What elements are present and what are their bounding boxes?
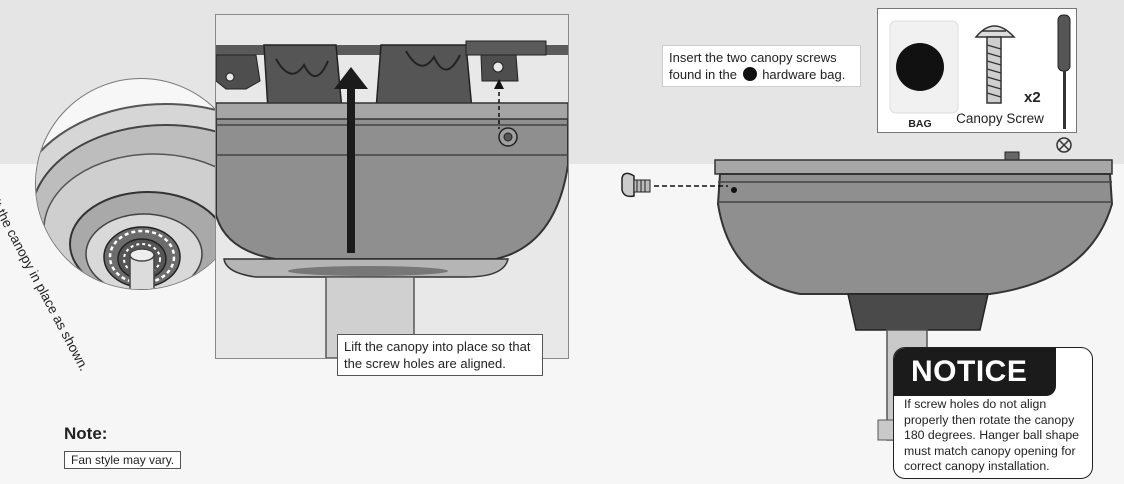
hardware-illustration: BAG x2 Canopy Screw [889, 14, 1071, 130]
canopy-lift-illustration [216, 40, 568, 358]
bag-dot-icon [742, 67, 757, 81]
magnified-canopy-view [35, 78, 247, 290]
hardware-caption-text-end: hardware bag. [762, 67, 846, 82]
notice-title: NOTICE [911, 355, 1028, 388]
quantity-label: x2 [1024, 89, 1041, 106]
screw-head-icon [1056, 137, 1072, 153]
hardware-caption: Insert the two canopy screws found in th… [662, 45, 861, 87]
bag-dot-icon [896, 43, 944, 91]
notice-text: If screw holes do not align properly the… [904, 397, 1080, 473]
hardware-caption-text: Insert the two canopy screws found in th… [669, 50, 837, 82]
screwdriver-icon [1057, 14, 1071, 72]
hardware-box: BAG x2 Canopy Screw [877, 8, 1077, 133]
screw-label: Canopy Screw [956, 111, 1044, 126]
note-text: Fan style may vary. [64, 451, 182, 469]
lift-caption: Lift the canopy into place so that the s… [337, 334, 543, 376]
magnified-canopy-illustration [36, 103, 246, 289]
notice-box: NOTICE If screw holes do not align prope… [893, 347, 1093, 479]
bag-label: BAG [908, 118, 931, 130]
notice-header: NOTICE [894, 348, 1056, 396]
loose-screw-icon [621, 172, 635, 198]
center-illustration-panel [215, 14, 569, 359]
note-title: Note: [64, 424, 108, 443]
